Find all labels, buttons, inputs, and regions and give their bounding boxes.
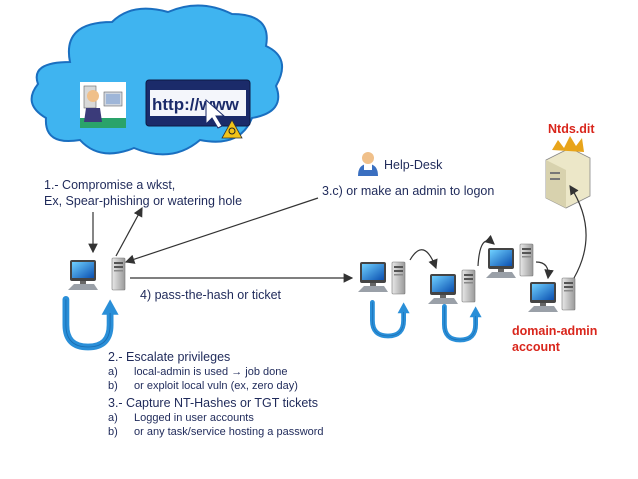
server-tower-icon bbox=[391, 261, 406, 295]
step2-title: 2.- Escalate privileges bbox=[108, 350, 231, 364]
workstation-icon bbox=[358, 262, 388, 292]
biohazard-icon bbox=[221, 119, 243, 139]
u-turn-arrow-icon bbox=[66, 299, 119, 347]
domain-admin-line2: account bbox=[512, 340, 560, 354]
server-tower-icon bbox=[111, 257, 126, 291]
step2-item-b-marker: b) bbox=[108, 380, 118, 392]
step1-line1: 1.- Compromise a wkst, bbox=[44, 178, 176, 192]
url-text: http://www bbox=[152, 95, 240, 114]
helpdesk-label: Help-Desk bbox=[384, 158, 443, 172]
curved-arrow-icon bbox=[409, 184, 587, 280]
step3-item-b: b) or any task/service hosting a password bbox=[108, 426, 324, 438]
workstation-icon bbox=[68, 260, 98, 290]
step3-item-b-marker: b) bbox=[108, 426, 118, 438]
workstation-icon bbox=[528, 282, 558, 312]
step3-title: 3.- Capture NT-Hashes or TGT tickets bbox=[108, 396, 319, 410]
step2-item-b-text: or exploit local vuln (ex, zero day) bbox=[134, 380, 298, 392]
step2-item-b: b) or exploit local vuln (ex, zero day) bbox=[108, 380, 298, 392]
user-at-desk-icon bbox=[80, 82, 126, 128]
server-tower-icon bbox=[461, 269, 476, 303]
step1-line2: Ex, Spear-phishing or watering hole bbox=[44, 194, 243, 208]
domain-admin-line1: domain-admin bbox=[512, 324, 598, 338]
u-turn-arrow-icon bbox=[444, 306, 481, 340]
step3-item-a-text: Logged in user accounts bbox=[134, 412, 254, 424]
step3-item-a: a) Logged in user accounts bbox=[108, 412, 254, 424]
step2-item-a-text: local-admin is used → job done bbox=[134, 366, 288, 378]
step2-item-a: a) local-admin is used → job done bbox=[108, 366, 287, 378]
server-tower-icon bbox=[561, 277, 576, 311]
step2-item-a-marker: a) bbox=[108, 366, 118, 378]
cursor-arrow-icon bbox=[205, 98, 226, 129]
ntds-label: Ntds.dit bbox=[548, 122, 595, 136]
step3-item-b-text: or any task/service hosting a password bbox=[134, 426, 324, 438]
helpdesk-person-icon bbox=[358, 152, 378, 176]
browser-window-icon bbox=[145, 79, 251, 127]
server-tower-icon bbox=[519, 243, 534, 277]
step4-label: 4) pass-the-hash or ticket bbox=[140, 288, 282, 302]
workstation-icon bbox=[428, 274, 458, 304]
step3-item-a-marker: a) bbox=[108, 412, 118, 424]
u-turn-arrow-icon bbox=[372, 302, 409, 336]
database-server-icon bbox=[545, 136, 591, 209]
workstation-icon bbox=[486, 248, 516, 278]
step3c-label: 3.c) or make an admin to logon bbox=[322, 184, 495, 198]
